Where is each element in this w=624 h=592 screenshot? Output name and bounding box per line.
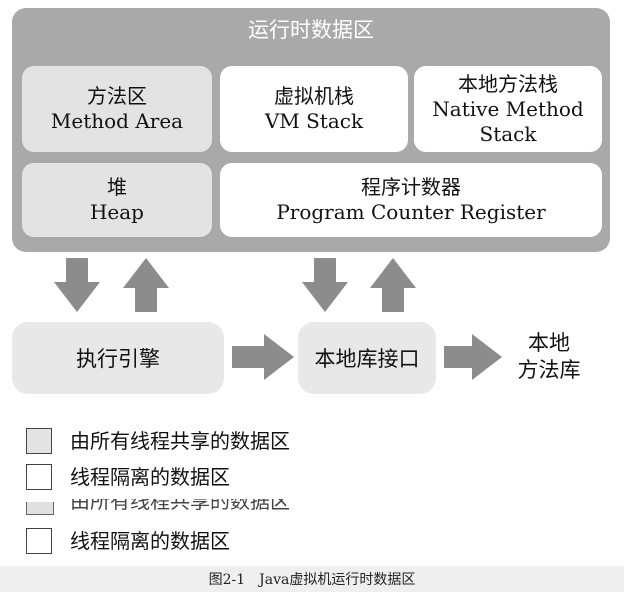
native-method-library-line-1: 本地: [528, 331, 570, 355]
native-method-stack-box: 本地方法栈 Native Method Stack: [414, 66, 602, 152]
legend-shared-label-repeat: 由所有线程共享的数据区: [70, 499, 290, 513]
native-method-stack-en-label-1: Native Method: [432, 96, 584, 121]
legend-shared-swatch-repeat: [26, 502, 54, 515]
program-counter-register-en-label: Program Counter Register: [276, 200, 546, 224]
interface-to-library-arrow: [444, 334, 502, 380]
heap-en-label: Heap: [89, 200, 144, 224]
program-counter-register-cn-label: 程序计数器: [361, 175, 461, 199]
legend-isolated-swatch: [26, 464, 52, 490]
native-interface-box: 本地库接口: [298, 322, 436, 394]
heap-box: 堆 Heap: [22, 163, 212, 237]
vm-stack-cn-label: 虚拟机栈: [274, 84, 354, 108]
legend-isolated-label: 线程隔离的数据区: [70, 465, 230, 489]
legend-isolated-label-repeat: 线程隔离的数据区: [70, 529, 230, 553]
engine-up-arrow: [123, 258, 169, 312]
legend-shared-label: 由所有线程共享的数据区: [70, 429, 290, 453]
engine-to-interface-arrow: [232, 334, 294, 380]
native-method-library: 本地 方法库: [506, 330, 592, 384]
native-method-stack-cn-label: 本地方法栈: [458, 71, 558, 96]
execution-engine-label: 执行引擎: [76, 347, 160, 371]
native-method-library-line-2: 方法库: [517, 358, 581, 382]
native-method-stack-en-label-2: Stack: [479, 121, 537, 146]
method-area-cn-label: 方法区: [87, 84, 147, 108]
caption-bar: [0, 566, 624, 592]
legend-shared-swatch: [26, 428, 52, 454]
program-counter-register-box: 程序计数器 Program Counter Register: [220, 163, 602, 237]
legend-isolated-swatch-repeat: [26, 528, 52, 554]
vm-stack-box: 虚拟机栈 VM Stack: [220, 66, 408, 152]
method-area-en-label: Method Area: [50, 109, 184, 133]
legend-shared-label-repeat-clip: 由所有线程共享的数据区: [70, 499, 370, 516]
heap-cn-label: 堆: [107, 175, 127, 199]
engine-down-arrow: [54, 258, 100, 312]
method-area-box: 方法区 Method Area: [22, 66, 212, 152]
native-interface-label: 本地库接口: [314, 347, 420, 371]
figure-caption: 图2-1 Java虚拟机运行时数据区: [208, 572, 416, 588]
execution-engine-box: 执行引擎: [12, 322, 224, 394]
vm-stack-en-label: VM Stack: [264, 109, 364, 133]
runtime-data-area-title: 运行时数据区: [248, 18, 374, 42]
interface-up-arrow: [370, 258, 416, 312]
interface-down-arrow: [302, 258, 348, 312]
